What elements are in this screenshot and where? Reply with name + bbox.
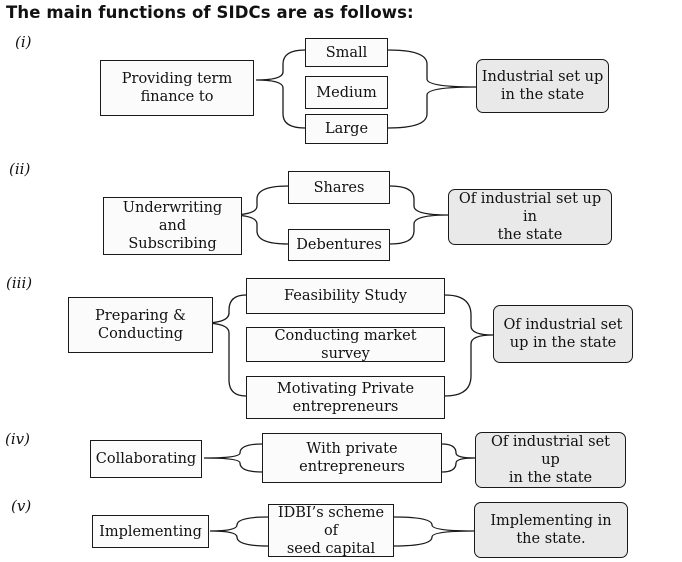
numeral-i: (i)	[15, 33, 32, 51]
result-box-iv: Of industrial set up in the state	[475, 432, 626, 488]
result-label: Of industrial set up in the state	[458, 191, 602, 243]
item-label: Feasibility Study	[284, 288, 407, 304]
result-box-i: Industrial set up in the state	[476, 59, 609, 113]
item-box-market-survey: Conducting market survey	[246, 327, 445, 362]
numeral-iii: (iii)	[6, 274, 33, 292]
item-box-small: Small	[305, 38, 388, 67]
brace-right-iv	[441, 443, 476, 473]
item-box-idbi-seed-capital: IDBI’s scheme of seed capital	[268, 504, 394, 557]
item-box-large: Large	[305, 114, 388, 144]
brace-right-i	[387, 49, 477, 129]
brace-right-ii	[389, 185, 449, 245]
numeral-v: (v)	[11, 497, 32, 515]
result-box-iii: Of industrial set up in the state	[493, 305, 633, 363]
item-label: Shares	[313, 179, 365, 196]
item-label: Small	[325, 44, 368, 61]
item-label: Motivating Private entrepreneurs	[276, 380, 415, 415]
result-label: Of industrial set up in the state	[503, 317, 623, 351]
numeral-iv: (iv)	[5, 430, 30, 448]
action-box-implementing: Implementing	[92, 515, 209, 548]
numeral-ii: (ii)	[9, 160, 31, 178]
action-label: Preparing & Conducting	[95, 308, 186, 342]
result-label: Industrial set up in the state	[481, 69, 604, 103]
brace-left-iv	[203, 443, 263, 473]
action-box-providing-term-finance: Providing term finance to	[100, 60, 254, 116]
action-box-preparing-conducting: Preparing & Conducting	[68, 297, 213, 353]
page-title: The main functions of SIDCs are as follo…	[6, 3, 414, 22]
action-label: Underwriting and Subscribing	[122, 200, 223, 252]
brace-right-iii	[444, 294, 494, 397]
item-label: Conducting market survey	[274, 327, 417, 362]
action-label: Collaborating	[95, 451, 197, 467]
item-box-motivating-entrepreneurs: Motivating Private entrepreneurs	[246, 376, 445, 419]
result-box-v: Implementing in the state.	[474, 502, 628, 558]
item-box-debentures: Debentures	[288, 229, 390, 261]
item-label: Medium	[316, 84, 377, 101]
result-label: Of industrial set up in the state	[490, 434, 611, 486]
item-label: With private entrepreneurs	[299, 441, 405, 475]
item-box-medium: Medium	[305, 76, 388, 109]
brace-left-v	[209, 516, 269, 547]
result-box-ii: Of industrial set up in the state	[448, 189, 612, 245]
item-label: Debentures	[296, 237, 382, 253]
brace-left-i	[255, 49, 306, 129]
action-box-underwriting: Underwriting and Subscribing	[103, 197, 242, 255]
action-box-collaborating: Collaborating	[90, 440, 202, 478]
result-label: Implementing in the state.	[490, 513, 612, 547]
brace-right-v	[393, 516, 475, 547]
item-label: IDBI’s scheme of seed capital	[277, 504, 385, 557]
item-box-private-entrepreneurs: With private entrepreneurs	[262, 433, 442, 483]
action-label: Providing term finance to	[121, 71, 233, 105]
action-label: Implementing	[99, 523, 202, 540]
item-box-shares: Shares	[288, 171, 390, 204]
item-box-feasibility-study: Feasibility Study	[246, 278, 445, 314]
item-label: Large	[324, 121, 369, 137]
